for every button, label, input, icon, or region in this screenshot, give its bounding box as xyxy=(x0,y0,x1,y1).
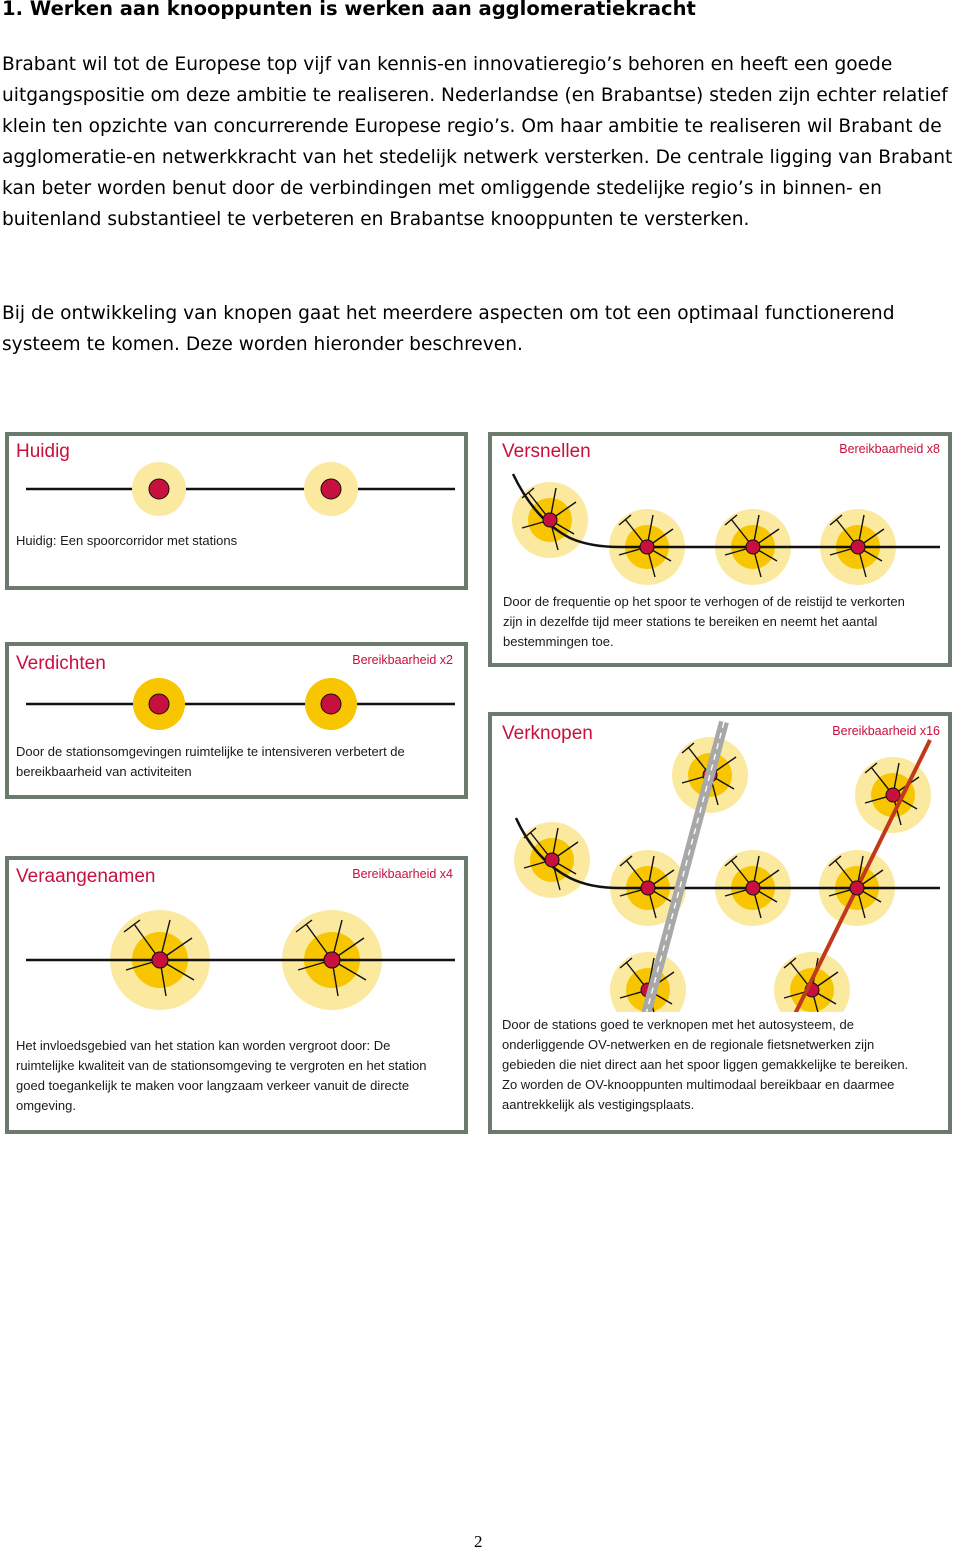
panel-huidig-caption: Huidig: Een spoorcorridor met stations xyxy=(16,533,238,548)
panel-versnellen-caption-3: bestemmingen toe. xyxy=(503,634,614,649)
panel-veraangenamen-reach: Bereikbaarheid x4 xyxy=(352,867,453,881)
panel-verdichten-caption-1: Door de stationsomgevingen ruimtelijke t… xyxy=(16,744,405,759)
panel-verdichten-title: Verdichten xyxy=(16,653,106,674)
panel-verknopen-title: Verknopen xyxy=(502,723,593,744)
panel-veraangenamen: Veraangenamen Bereikbaarheid x4 Het invl… xyxy=(5,856,468,1134)
station-marker xyxy=(131,461,187,517)
panel-veraangenamen-caption-1: Het invloedsgebied van het station kan w… xyxy=(16,1038,390,1053)
panel-verknopen-caption-1: Door de stations goed te verknopen met h… xyxy=(502,1017,854,1032)
panel-huidig-title: Huidig xyxy=(16,441,70,462)
station-marker xyxy=(304,677,358,731)
panel-veraangenamen-caption-2: ruimtelijke kwaliteit van de stationsomg… xyxy=(16,1058,426,1073)
panel-versnellen-caption-2: zijn in dezelfde tijd meer stations te b… xyxy=(503,614,877,629)
panel-verdichten-reach: Bereikbaarheid x2 xyxy=(352,653,453,667)
panel-versnellen: Versnellen Bereikbaarheid x8 Door de fre… xyxy=(488,432,952,667)
panel-verknopen-caption-5: aantrekkelijk als vestigingsplaats. xyxy=(502,1097,694,1112)
station-marker xyxy=(132,677,186,731)
panel-versnellen-reach: Bereikbaarheid x8 xyxy=(839,442,940,456)
panel-verknopen: Verknopen Bereikbaarheid x16 Door de sta… xyxy=(488,712,952,1134)
knooppunten-diagram: Huidig Huidig: Een spoorcorridor met sta… xyxy=(5,432,952,1134)
panel-verknopen-reach: Bereikbaarheid x16 xyxy=(832,724,940,738)
station-marker xyxy=(303,461,359,517)
panel-verdichten-caption-2: bereikbaarheid van activiteiten xyxy=(16,764,192,779)
intro-paragraph: Brabant wil tot de Europese top vijf van… xyxy=(2,54,953,230)
panel-verknopen-caption-4: Zo worden de OV-knooppunten multimodaal … xyxy=(502,1077,894,1092)
section-heading: 1. Werken aan knooppunten is werken aan … xyxy=(2,0,696,20)
panel-versnellen-caption-1: Door de frequentie op het spoor te verho… xyxy=(503,594,905,609)
panel-veraangenamen-caption-3: goed toegankelijk te maken voor langzaam… xyxy=(16,1078,409,1093)
panel-verknopen-caption-3: gebieden die niet direct aan het spoor l… xyxy=(502,1057,908,1072)
panel-verknopen-caption-2: onderliggende OV-netwerken en de regiona… xyxy=(502,1037,874,1052)
panel-huidig: Huidig Huidig: Een spoorcorridor met sta… xyxy=(5,432,468,590)
panel-versnellen-title: Versnellen xyxy=(502,441,591,462)
panel-veraangenamen-title: Veraangenamen xyxy=(16,866,155,887)
panel-veraangenamen-caption-4: omgeving. xyxy=(16,1098,76,1113)
aspects-paragraph: Bij de ontwikkeling van knopen gaat het … xyxy=(2,303,895,355)
panel-verdichten: Verdichten Bereikbaarheid x2 Door de sta… xyxy=(5,642,468,799)
page-number: 2 xyxy=(474,1532,483,1551)
